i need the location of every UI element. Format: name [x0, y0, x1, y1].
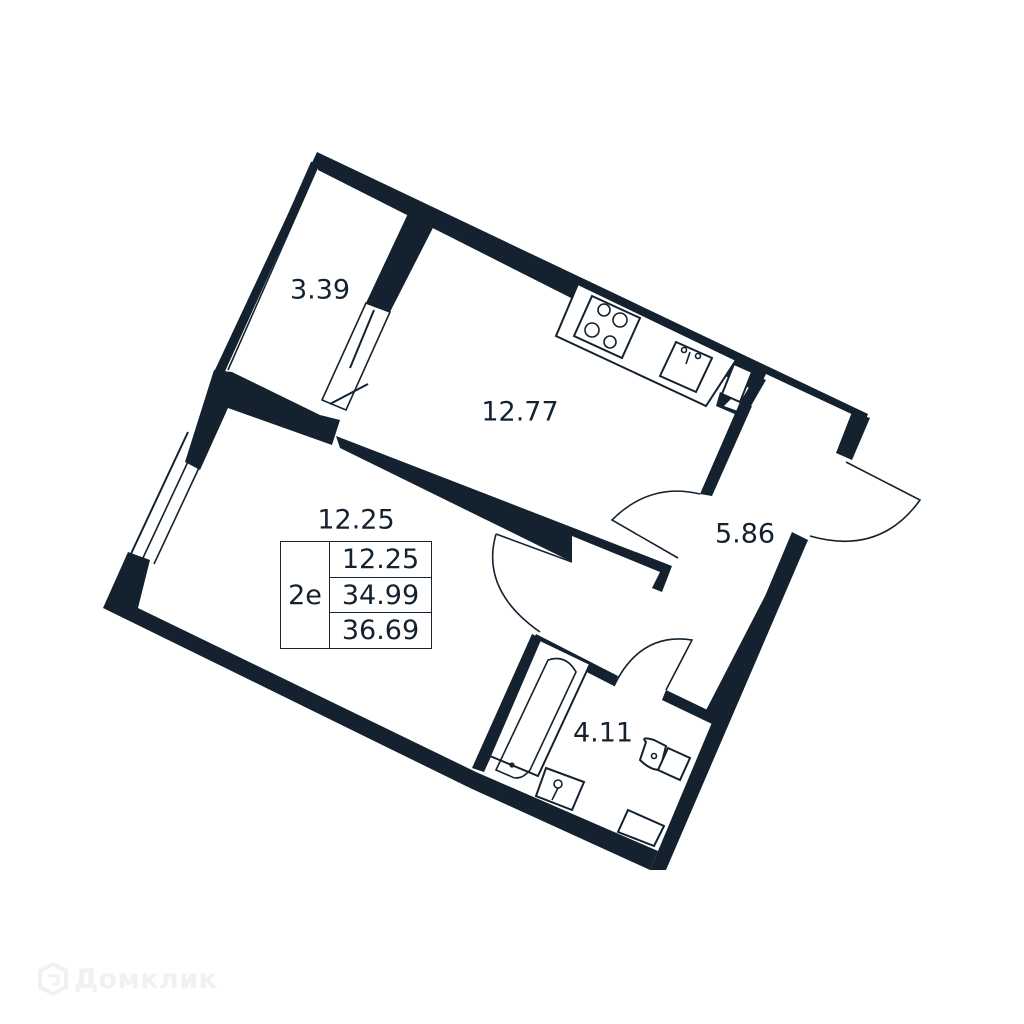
room-area-bathroom: 4.11 [572, 717, 634, 749]
entrance-door-arc [809, 461, 922, 543]
stove-icon [572, 294, 642, 360]
apartment-type: 2e [281, 542, 330, 648]
washing-machine-icon [616, 808, 666, 848]
wall-column-balcony-kitchen [366, 205, 438, 312]
wash-basin-icon [534, 766, 586, 812]
fridge-niche [720, 362, 754, 404]
wall-bath-left [472, 634, 544, 772]
wall-bottom [103, 608, 658, 870]
wall-hallway-right [702, 536, 808, 722]
wall-kitchen-living [336, 436, 672, 592]
domclick-logo-icon [38, 962, 68, 996]
wall-kitchen-niche [716, 376, 766, 418]
balcony-window [221, 161, 319, 371]
room-area-balcony: 3.39 [289, 274, 351, 306]
apartment-info-table: 2e 12.25 34.99 36.69 [280, 541, 432, 649]
watermark: Домклик [38, 962, 218, 996]
wall-living-left-lower [103, 552, 150, 608]
bathroom-door-arc [613, 638, 694, 691]
wall-right [650, 532, 808, 870]
room-area-bedroom: 12.25 [317, 504, 395, 536]
living-area-value: 12.25 [330, 542, 431, 578]
wall-entrance-notch [836, 412, 870, 460]
wall-kitchen-hallway [700, 402, 752, 496]
wall-balcony-bottom [185, 370, 340, 470]
kitchen-sink-icon [658, 340, 714, 394]
wall-balcony-left-frame [214, 152, 322, 378]
living-door-arc [491, 533, 541, 633]
room-area-kitchen: 12.77 [481, 396, 559, 428]
living-window [129, 431, 213, 565]
living-door-leaf [495, 533, 573, 563]
bathtub-icon [488, 638, 592, 779]
room-area-hallway: 5.86 [714, 518, 776, 550]
balcony-door [320, 301, 392, 412]
wall-bath-right [662, 690, 716, 724]
toilet-icon [638, 737, 692, 782]
total-area-value: 34.99 [330, 578, 431, 614]
kitchen-door-arc [610, 490, 701, 559]
watermark-text: Домклик [74, 963, 218, 995]
total-area-with-balcony-value: 36.69 [341, 615, 420, 647]
